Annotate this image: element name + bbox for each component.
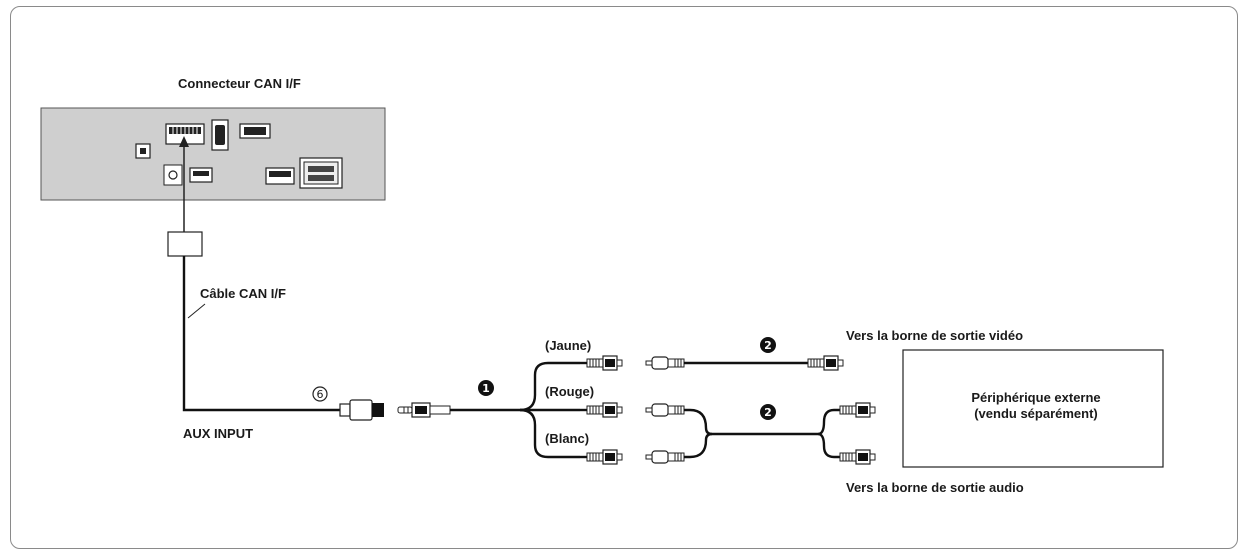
red-rca-plug-icon [586,402,623,418]
can-cable-label: Câble CAN I/F [200,286,286,301]
can-cable-leader [187,303,206,319]
marker-6-icon: 6 [312,386,328,402]
can-cable [182,256,340,412]
diagram-frame [10,6,1238,549]
external-device-label-line1: Périphérique externe [971,390,1100,405]
external-device-box [902,349,1164,468]
can-connection-arrow [179,136,189,232]
audio-output-label: Vers la borne de sortie audio [846,480,1024,495]
can-connector-icon [165,123,205,145]
hdmi-port-icon [211,119,229,151]
marker-2-audio-icon: 2 [760,404,776,420]
external-device-label-line2: (vendu séparément) [974,406,1098,421]
white-label: (Blanc) [545,431,589,446]
video-output-label: Vers la borne de sortie vidéo [846,328,1023,343]
svg-text:6: 6 [317,388,324,401]
svg-text:1: 1 [482,382,490,395]
audio-cable [645,402,876,465]
marker-1-icon: 1 [478,380,494,396]
head-unit-rear [40,107,386,201]
yellow-label: (Jaune) [545,338,591,353]
can-interface-box [167,231,203,257]
white-rca-plug-icon [586,449,623,465]
usb-port-icon [239,123,271,139]
marker-2-video-icon: 2 [760,337,776,353]
aux-input-jack-icon [339,399,384,421]
can-connector-label: Connecteur CAN I/F [178,76,301,91]
main-harness-connector-icon [299,157,343,189]
aux-connector-icon [189,167,213,183]
red-label: (Rouge) [545,384,594,399]
svg-text:2: 2 [764,339,772,352]
antenna-jack-icon [163,164,183,186]
av-cable [450,361,580,459]
aux-input-label: AUX INPUT [183,426,253,441]
harness-connector-small-icon [265,167,295,185]
video-cable [645,355,844,371]
mini-plug-icon [397,402,451,418]
yellow-rca-plug-icon [586,355,623,371]
svg-text:2: 2 [764,406,772,419]
